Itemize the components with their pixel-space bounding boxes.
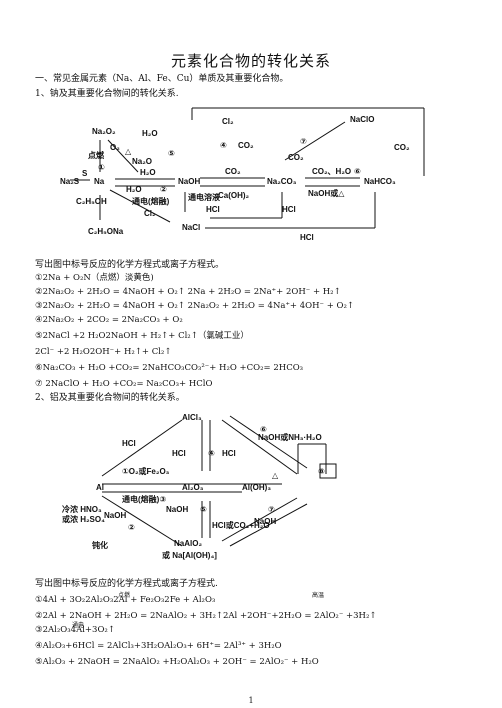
ignite-note: 点燃 (118, 592, 131, 599)
na2o-label: Na₂O (132, 157, 152, 166)
al-equation-3: ③2Al₂O₃4Al+3O₂↑ (35, 625, 115, 635)
co2-h2o-label: CO₂、H₂O (312, 167, 351, 176)
naclo-label: NaClO (350, 115, 374, 124)
na-equation-6: ⑥Na₂CO₃ + H₂O +CO₂= 2NaHCO₃CO₃²⁻+ H₂O +C… (35, 363, 304, 373)
al-equation-1: ①4Al + 3O₂2Al₂O₃2Al + Fe₂O₃2Fe + Al₂O₃ (35, 595, 216, 605)
al2o3-label: Al₂O₃ (182, 483, 204, 492)
na-label: Na (94, 177, 105, 186)
instruction-na: 写出图中标号反应的化学方程式或离子方程式。 (35, 260, 225, 270)
page-title: 元素化合物的转化关系 (170, 52, 331, 70)
section-heading: 一、常见金属元素（Na、Al、Fe、Cu）单质及其重要化合物。 (35, 74, 289, 84)
co2-label-right: CO₂ (394, 143, 410, 152)
naalo2-label: NaAlO₂ (174, 539, 202, 548)
na-equation-5: ⑤2NaCl +2 H₂O2NaOH + H₂↑+ Cl₂↑（氯碱工业） (35, 331, 249, 341)
electrolysis-melt-al-label: 通电(熔融)③ (122, 494, 166, 504)
naoh-label-al-5: NaOH (166, 505, 188, 514)
al-equation-2: ②2Al + 2NaOH + 2H₂O = 2NaAlO₂ + 3H₂↑2Al … (35, 611, 377, 621)
co2-label-4: CO₂ (238, 141, 254, 150)
heat-mark: △ (125, 147, 132, 156)
o2-fe2o3-label: ①O₂或Fe₂O₃ (122, 466, 170, 476)
cold-conc-h2so4: 或浓 H₂SO₄ (62, 514, 105, 524)
c2h5ona-label: C₂H₅ONa (88, 227, 124, 236)
h2o-label-top: H₂O (142, 129, 158, 138)
naoh-label-al-7: NaOH (254, 517, 276, 526)
circle-6-al: ⑥ (260, 425, 267, 434)
hcl-label-left: HCl (206, 205, 220, 214)
high-temp-note: 高温 (312, 592, 325, 599)
electrolysis-solution-label: 通电溶液 (188, 192, 220, 202)
h2o-label-low: H₂O (126, 185, 142, 194)
naoh-or-heat-label: NaOH或△ (308, 188, 345, 198)
al-equation-5: ⑤Al₂O₃ + 2NaOH = 2NaAlO₂ +H₂OAl₂O₃ + 2OH… (35, 657, 319, 667)
na2o2-label: Na₂O₂ (92, 127, 116, 136)
hcl-label-al-left: HCl (122, 439, 136, 448)
o2-label: O₂ (110, 143, 120, 152)
circle-6: ⑥ (354, 167, 361, 176)
subsection-heading-al: 2、铝及其重要化合物间的转化关系。 (35, 393, 185, 403)
hcl-label-mid: HCl (282, 205, 296, 214)
na2s-label: Na₂S (60, 177, 80, 186)
co2-label-mid: CO₂ (225, 167, 241, 176)
circle-5-al: ⑤ (200, 505, 207, 514)
electrolysis-melt-label: 通电(熔融) (132, 196, 170, 206)
hcl-co2-label: HCl或CO₂+H₂O (212, 520, 270, 530)
ignite-label: 点燃 (88, 150, 105, 160)
subsection-heading-na: 1、钠及其重要化合物间的转化关系. (35, 89, 179, 99)
alcl3-label: AlCl₃ (182, 413, 202, 422)
circle-8-al: ⑧ (318, 467, 325, 476)
hcl-label-al-6: HCl (222, 449, 236, 458)
na-equation-3: ③2Na₂O₂ + 2H₂O = 4NaOH + O₂↑ 2Na₂O₂ + 2H… (35, 301, 355, 311)
co2-label-7: CO₂ (288, 153, 304, 162)
aloh3-label: Al(OH)₃ (242, 483, 271, 492)
c2h5oh-label: C₂H₅OH (76, 197, 107, 206)
circle-4-al: ④ (208, 449, 215, 458)
naoh-label: NaOH (178, 177, 200, 186)
cl2-label-low: Cl₂ (144, 209, 156, 218)
hcl-label-bottom: HCl (300, 233, 314, 242)
circle-1: ① (98, 163, 105, 172)
na-equation-7: ⑦ 2NaClO + H₂O +CO₂= Na₂CO₃+ HClO (35, 379, 213, 389)
aluminium-diagram: AlCl₃ HCl HCl ④ HCl NaOH或NH₃·H₂O ⑥ △ ⑧ ①… (62, 413, 337, 560)
circle-7-al: ⑦ (268, 505, 275, 514)
na-equation-1: ①2Na + O₂N（点燃）淡黄色) (35, 273, 154, 283)
h2o-label-mid: H₂O (140, 168, 156, 177)
nahco3-label: NaHCO₃ (364, 177, 396, 186)
cl2-label-top: Cl₂ (222, 117, 234, 126)
circle-2: ② (160, 185, 167, 194)
circle-7: ⑦ (300, 137, 307, 146)
naoh-nh3-label: NaOH或NH₃·H₂O (258, 432, 322, 442)
hcl-label-al-4: HCl (172, 449, 186, 458)
na2co3-label: Na₂CO₃ (267, 177, 297, 186)
nacl-label: NaCl (182, 223, 200, 232)
cold-conc-hno3: 冷浓 HNO₃ (62, 504, 102, 514)
electrolysis-note: 通电 (72, 622, 85, 629)
circle-4: ④ (220, 141, 227, 150)
heat-mark-al: △ (272, 471, 279, 480)
naoh-label-al-2: NaOH (104, 511, 126, 520)
instruction-al: 写出图中标号反应的化学方程式或离子方程式. (35, 579, 218, 589)
al-label: Al (96, 483, 104, 492)
sodium-diagram: Na₂O₂ H₂O O₂ △ 点燃 ⑤ Na₂O ① H₂O Na₂S S Na… (60, 107, 425, 242)
al-equation-4: ④Al₂O₃+6HCl = 2AlCl₃+3H₂OAl₂O₃+ 6H⁺= 2Al… (35, 641, 282, 651)
circle-2-al: ② (128, 523, 135, 532)
page-number: 1 (248, 696, 254, 705)
passivation-label: 钝化 (92, 540, 108, 550)
s-label: S (82, 169, 88, 178)
caoh2-label: Ca(OH)₂ (218, 191, 250, 200)
naalo2-alt-label: 或 Na[Al(OH)₄] (162, 550, 217, 560)
na-equation-5-ionic: 2Cl⁻ +2 H₂O2OH⁻+ H₂↑+ Cl₂↑ (35, 347, 172, 357)
na-equation-4: ④2Na₂O₂ + 2CO₂ = 2Na₂CO₃ + O₂ (35, 315, 183, 325)
circle-5: ⑤ (168, 149, 175, 158)
na-equation-2: ②2Na₂O₂ + 2H₂O = 4NaOH + O₂↑ 2Na + 2H₂O … (35, 287, 341, 297)
